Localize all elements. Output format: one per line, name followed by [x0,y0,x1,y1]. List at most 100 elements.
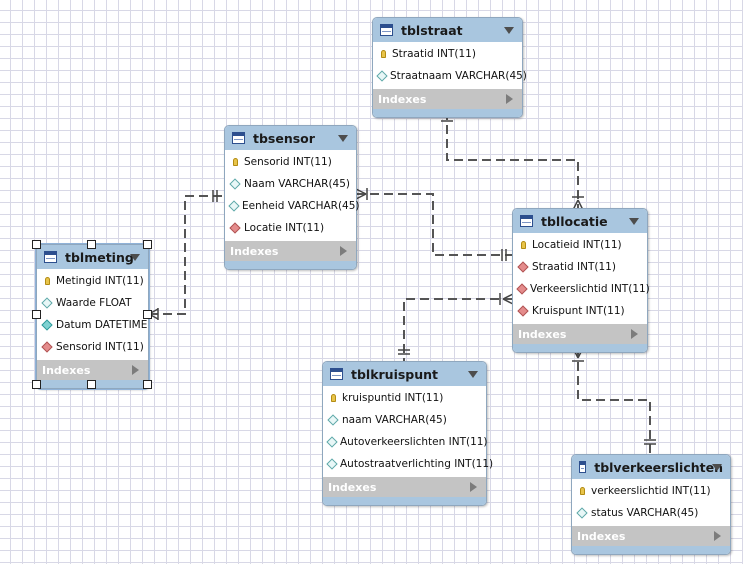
relationship-locatie-kruispunt[interactable] [403,298,513,362]
column-row[interactable]: naam VARCHAR(45) [323,409,486,431]
column-row[interactable]: Verkeerslichtid INT(11) [513,278,650,300]
resize-handle-bottom[interactable] [87,380,96,389]
column-label: Metingid INT(11) [56,275,144,287]
column-row[interactable]: Metingid INT(11) [37,270,148,292]
collapse-arrow-icon[interactable] [504,27,514,34]
collapse-arrow-icon[interactable] [712,464,722,471]
column-row[interactable]: Sensorid INT(11) [225,151,356,173]
column-label: naam VARCHAR(45) [342,414,447,426]
column-row[interactable]: Kruispunt INT(11) [513,300,647,322]
foreign-key-diamond-icon [517,261,529,273]
indexes-label: Indexes [577,529,626,543]
column-row[interactable]: Naam VARCHAR(45) [225,173,356,195]
table-header[interactable]: tblmeting [37,245,148,269]
column-row[interactable]: Straatnaam VARCHAR(45) [373,65,527,87]
table-tblverkeerslichten[interactable]: tblverkeerslichten verkeerslichtid INT(1… [571,454,731,555]
indexes-section[interactable]: Indexes [513,324,647,344]
column-row[interactable]: Autostraatverlichting INT(11) [323,453,493,475]
expand-arrow-icon[interactable] [132,365,139,375]
table-icon [579,461,587,473]
collapse-arrow-icon[interactable] [338,135,348,142]
table-tblstraat[interactable]: tblstraat Straatid INT(11) Straatnaam VA… [372,17,527,118]
column-label: Sensorid INT(11) [56,341,144,353]
resize-handle-right[interactable] [143,310,152,319]
primary-key-icon [42,277,52,285]
column-row[interactable]: verkeerslichtid INT(11) [572,480,730,502]
table-header[interactable]: tblverkeerslichten [572,455,730,479]
resize-handle-bottom-right[interactable] [143,380,152,389]
crowfoot-many-marker [499,293,514,305]
one-marker [398,349,410,355]
table-header[interactable]: tblstraat [373,18,522,42]
table-icon [232,132,245,144]
table-footer [373,109,522,117]
foreign-key-diamond-icon [517,305,529,317]
expand-arrow-icon[interactable] [340,246,347,256]
table-tblmeting[interactable]: tblmeting Metingid INT(11) Waarde FLOAT … [35,243,150,390]
indexes-section[interactable]: Indexes [323,477,486,497]
table-header[interactable]: tbllocatie [513,209,647,233]
column-row[interactable]: Autoverkeerslichten INT(11) [323,431,488,453]
indexes-label: Indexes [378,92,427,106]
relationship-sensor-locatie[interactable] [356,193,513,256]
one-marker [501,249,507,261]
indexes-section[interactable]: Indexes [37,360,148,380]
column-row[interactable]: kruispuntid INT(11) [323,387,486,409]
indexes-section[interactable]: Indexes [572,526,730,546]
table-header[interactable]: tbsensor [225,126,356,150]
column-label: Straatid INT(11) [392,48,476,60]
indexes-section[interactable]: Indexes [225,241,356,261]
relationship-locatie-straat[interactable] [446,111,579,210]
expand-arrow-icon[interactable] [631,329,638,339]
column-label: Kruispunt INT(11) [532,305,625,317]
column-label: Locatie INT(11) [244,222,325,234]
indexes-label: Indexes [42,363,91,377]
table-title: tblverkeerslichten [594,459,723,475]
column-row[interactable]: Datum DATETIME [37,314,148,336]
table-tblkruispunt[interactable]: tblkruispunt kruispuntid INT(11) naam VA… [322,361,493,506]
table-title: tbsensor [253,130,315,146]
column-row[interactable]: Eenheid VARCHAR(45) [225,195,360,217]
column-diamond-icon [228,200,240,212]
resize-handle-top-right[interactable] [143,240,152,249]
column-diamond-icon [326,436,338,448]
primary-key-icon [577,487,587,495]
table-header[interactable]: tblkruispunt [323,362,486,386]
collapse-arrow-icon[interactable] [130,254,140,261]
resize-handle-left[interactable] [32,310,41,319]
relationship-meting-sensor[interactable] [149,195,225,315]
column-row[interactable]: Sensorid INT(11) [37,336,148,358]
indexes-section[interactable]: Indexes [373,89,522,109]
table-footer [225,261,356,269]
column-label: Straatid INT(11) [532,261,616,273]
column-label: Locatieid INT(11) [532,239,622,251]
column-row[interactable]: Locatie INT(11) [225,217,356,239]
resize-handle-top[interactable] [87,240,96,249]
table-title: tblmeting [65,249,134,265]
column-diamond-icon [41,297,53,309]
column-row[interactable]: status VARCHAR(45) [572,502,730,524]
column-label: kruispuntid INT(11) [342,392,444,404]
collapse-arrow-icon[interactable] [629,218,639,225]
expand-arrow-icon[interactable] [470,482,477,492]
table-icon [380,24,393,36]
resize-handle-bottom-left[interactable] [32,380,41,389]
indexes-label: Indexes [230,244,279,258]
indexes-label: Indexes [328,480,377,494]
column-row[interactable]: Waarde FLOAT [37,292,148,314]
table-footer [572,546,730,554]
expand-arrow-icon[interactable] [506,94,513,104]
column-row[interactable]: Straatid INT(11) [513,256,647,278]
relationship-locatie-verkeerslichten[interactable] [577,348,651,455]
resize-handle-top-left[interactable] [32,240,41,249]
foreign-key-diamond-icon [229,222,241,234]
table-title: tblkruispunt [351,366,439,382]
column-label: Straatnaam VARCHAR(45) [390,70,527,82]
collapse-arrow-icon[interactable] [468,371,478,378]
primary-key-icon [230,158,240,166]
table-tbllocatie[interactable]: tbllocatie Locatieid INT(11) Straatid IN… [512,208,650,353]
column-row[interactable]: Locatieid INT(11) [513,234,647,256]
column-row[interactable]: Straatid INT(11) [373,43,522,65]
table-tbsensor[interactable]: tbsensor Sensorid INT(11) Naam VARCHAR(4… [224,125,360,270]
expand-arrow-icon[interactable] [714,531,721,541]
